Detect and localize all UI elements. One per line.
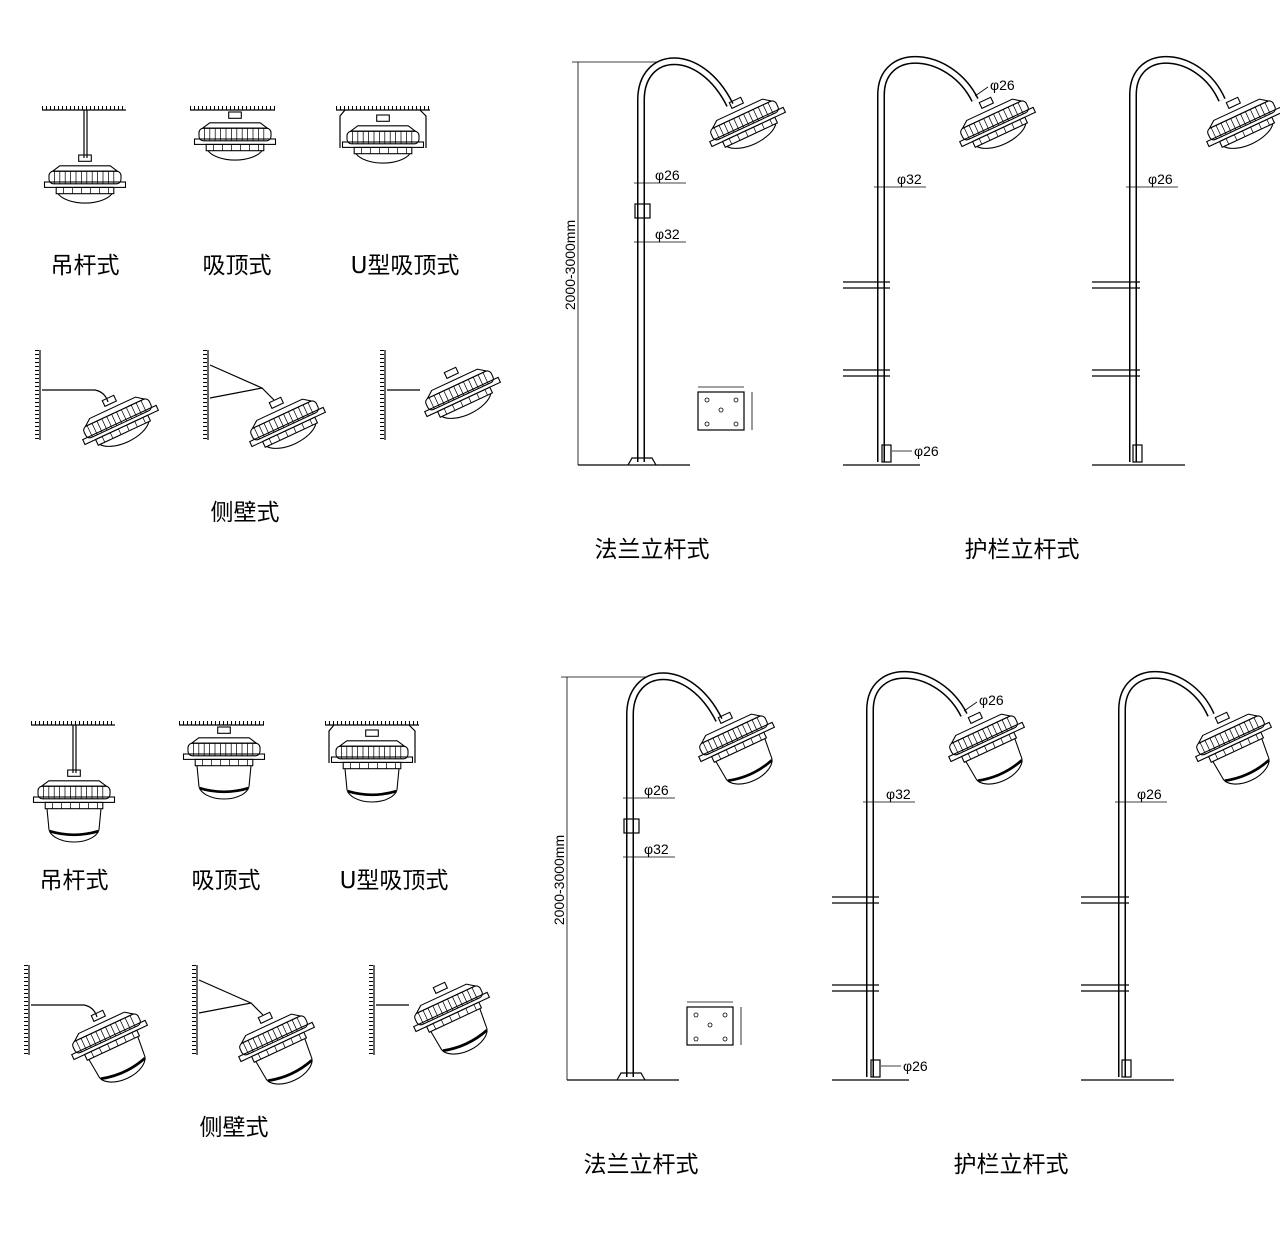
dim-flange-lower: φ32 — [644, 841, 669, 857]
flange-pole: 2000-3000mm φ26 φ32 法兰立杆式 — [551, 672, 791, 1178]
pendant-mount: 吊杆式 — [42, 106, 126, 279]
label-guardrail-pole: 护栏立杆式 — [965, 537, 1080, 563]
ceiling-mount: 吸顶式 — [179, 721, 265, 894]
height-dimension: 2000-3000mm — [562, 220, 578, 310]
base-plate-detail — [686, 1001, 742, 1046]
guardrail-pole-1: φ32 φ26 φ26 — [843, 56, 1042, 466]
wall-mounts: 侧壁式 — [24, 965, 506, 1141]
height-dimension: 2000-3000mm — [551, 835, 567, 925]
panel-2: 吊杆式 吸顶式 U型吸顶式 侧壁式 — [24, 671, 1280, 1178]
dim-flange-upper: φ26 — [655, 167, 680, 183]
dim-rail2-pipe: φ26 — [1148, 171, 1173, 187]
dim-rail-bottom: φ26 — [914, 443, 939, 459]
base-plate-detail — [697, 386, 753, 431]
label-wall: 侧壁式 — [211, 500, 280, 526]
guardrail-pole-1: φ32 φ26 φ26 — [832, 671, 1041, 1081]
dim-rail-top: φ26 — [979, 692, 1004, 708]
label-pendant: 吊杆式 — [51, 253, 120, 279]
label-pendant: 吊杆式 — [40, 868, 109, 894]
dim-flange-upper: φ26 — [644, 782, 669, 798]
dim-rail2-pipe: φ26 — [1137, 786, 1162, 802]
dim-rail-bottom: φ26 — [903, 1058, 928, 1074]
label-guardrail-pole: 护栏立杆式 — [954, 1152, 1069, 1178]
dim-rail-top: φ26 — [990, 77, 1015, 93]
label-wall: 侧壁式 — [200, 1115, 269, 1141]
dim-rail-pipe: φ32 — [886, 786, 911, 802]
panel-1: 吊杆式 吸顶式 U型吸顶式 侧壁式 — [35, 56, 1280, 563]
u-ceiling-mount: U型吸顶式 — [336, 106, 460, 279]
label-ceiling: 吸顶式 — [203, 253, 272, 279]
guardrail-pole-2: φ26 护栏立杆式 — [954, 671, 1280, 1178]
dim-flange-lower: φ32 — [655, 226, 680, 242]
label-flange-pole: 法兰立杆式 — [584, 1152, 699, 1178]
flange-pole: 2000-3000mm φ26 φ32 法兰立杆式 — [562, 57, 792, 563]
label-u-ceiling: U型吸顶式 — [351, 253, 460, 279]
pendant-mount: 吊杆式 — [31, 721, 115, 894]
label-u-ceiling: U型吸顶式 — [340, 868, 449, 894]
label-flange-pole: 法兰立杆式 — [595, 537, 710, 563]
wall-mounts: 侧壁式 — [35, 350, 507, 526]
u-ceiling-mount: U型吸顶式 — [325, 721, 449, 894]
label-ceiling: 吸顶式 — [192, 868, 261, 894]
dim-rail-pipe: φ32 — [897, 171, 922, 187]
guardrail-pole-2: φ26 护栏立杆式 — [965, 56, 1280, 563]
ceiling-mount: 吸顶式 — [190, 106, 276, 279]
